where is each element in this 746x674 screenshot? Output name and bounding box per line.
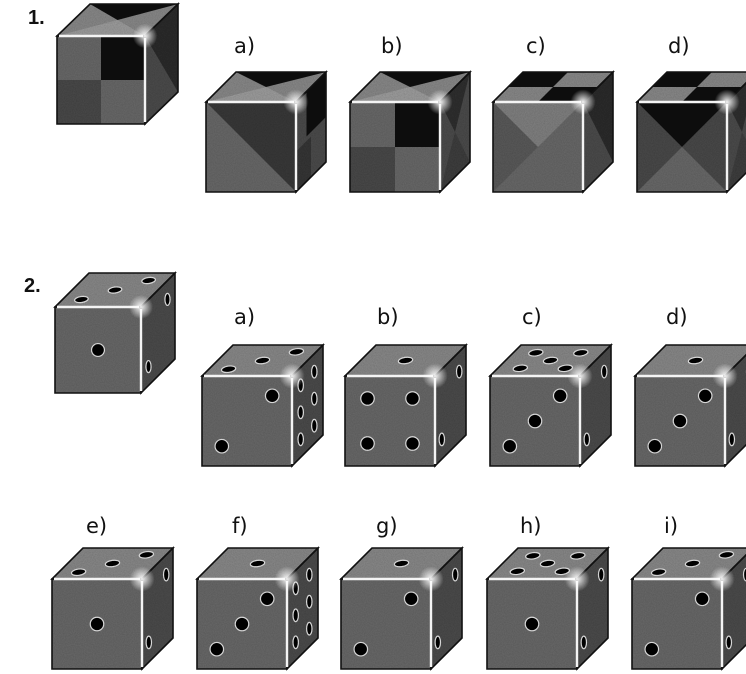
option-die[interactable] <box>202 345 323 466</box>
pip <box>164 568 169 581</box>
pip <box>439 433 444 446</box>
highlight-glint <box>418 566 443 591</box>
highlight-glint <box>567 363 592 388</box>
option-die[interactable] <box>490 345 611 466</box>
pip <box>729 433 734 446</box>
pip <box>165 293 170 305</box>
pip <box>265 389 279 403</box>
pip <box>698 389 712 403</box>
pip <box>404 592 418 606</box>
pip <box>361 437 375 451</box>
pip <box>645 642 659 656</box>
pip <box>435 636 440 649</box>
option-die[interactable] <box>345 345 466 466</box>
pip <box>602 365 607 378</box>
option-label: c) <box>526 34 546 58</box>
cube-front-face <box>341 579 431 669</box>
pip <box>528 414 542 428</box>
pip <box>354 642 368 656</box>
option-label: g) <box>376 514 398 538</box>
highlight-glint <box>564 566 589 591</box>
option-label: c) <box>522 305 542 329</box>
option-label: a) <box>234 34 255 58</box>
problem-number: 2. <box>24 275 41 297</box>
highlight-glint <box>274 566 299 591</box>
problem-number: 1. <box>28 7 45 29</box>
option-die[interactable] <box>197 548 318 669</box>
highlight-glint <box>712 363 737 388</box>
cube-front-face <box>632 579 722 669</box>
pip <box>298 433 303 446</box>
problem-1: 1. a) b) c) d) <box>28 4 746 192</box>
pip <box>503 439 517 453</box>
pip <box>406 392 420 406</box>
pip <box>307 622 312 635</box>
option-label: b) <box>377 305 399 329</box>
pip <box>553 389 567 403</box>
pip <box>210 642 224 656</box>
option-label: b) <box>381 34 403 58</box>
pip <box>146 636 151 649</box>
cube-front-face <box>345 376 435 466</box>
option-cube[interactable] <box>350 72 470 192</box>
cube-front-face <box>202 376 292 466</box>
pip <box>599 568 604 581</box>
option-label: d) <box>666 305 688 329</box>
pip <box>215 439 229 453</box>
option-cube[interactable] <box>206 72 326 192</box>
pip <box>92 344 105 357</box>
pip <box>453 568 458 581</box>
highlight-glint <box>570 89 595 114</box>
highlight-glint <box>133 24 158 49</box>
pip <box>235 617 249 631</box>
highlight-glint <box>283 89 308 114</box>
pip <box>312 392 317 405</box>
highlight-glint <box>129 295 153 319</box>
pip <box>293 609 298 622</box>
pip <box>457 365 462 378</box>
pip <box>260 592 274 606</box>
option-label: d) <box>668 34 690 58</box>
pip <box>726 636 731 649</box>
option-label: a) <box>234 305 255 329</box>
option-die[interactable] <box>487 548 608 669</box>
highlight-glint <box>129 566 154 591</box>
problem-2: 2. a) b) c) d) e) f) g) h) i) <box>24 273 746 669</box>
option-die[interactable] <box>52 548 173 669</box>
pip <box>146 361 151 373</box>
pip <box>298 406 303 419</box>
option-die[interactable] <box>635 345 746 466</box>
highlight-glint <box>714 89 739 114</box>
pip <box>293 636 298 649</box>
option-label: e) <box>86 514 107 538</box>
pip <box>307 595 312 608</box>
pip <box>361 392 375 406</box>
option-die[interactable] <box>632 548 746 669</box>
pip <box>307 568 312 581</box>
pip <box>406 437 420 451</box>
highlight-glint <box>709 566 734 591</box>
option-die[interactable] <box>341 548 462 669</box>
pip <box>673 414 687 428</box>
pip <box>312 419 317 432</box>
option-label: i) <box>664 514 678 538</box>
pip <box>695 592 709 606</box>
pip <box>584 433 589 446</box>
pip <box>90 617 104 631</box>
pip <box>581 636 586 649</box>
option-cube[interactable] <box>637 72 746 192</box>
option-cube[interactable] <box>493 72 613 192</box>
pip <box>312 365 317 378</box>
pip <box>648 439 662 453</box>
highlight-glint <box>422 363 447 388</box>
reference-cube <box>57 4 178 124</box>
reference-die <box>55 273 175 393</box>
option-label: h) <box>520 514 542 538</box>
highlight-glint <box>427 89 452 114</box>
pip <box>525 617 539 631</box>
option-label: f) <box>232 514 248 538</box>
highlight-glint <box>279 363 304 388</box>
